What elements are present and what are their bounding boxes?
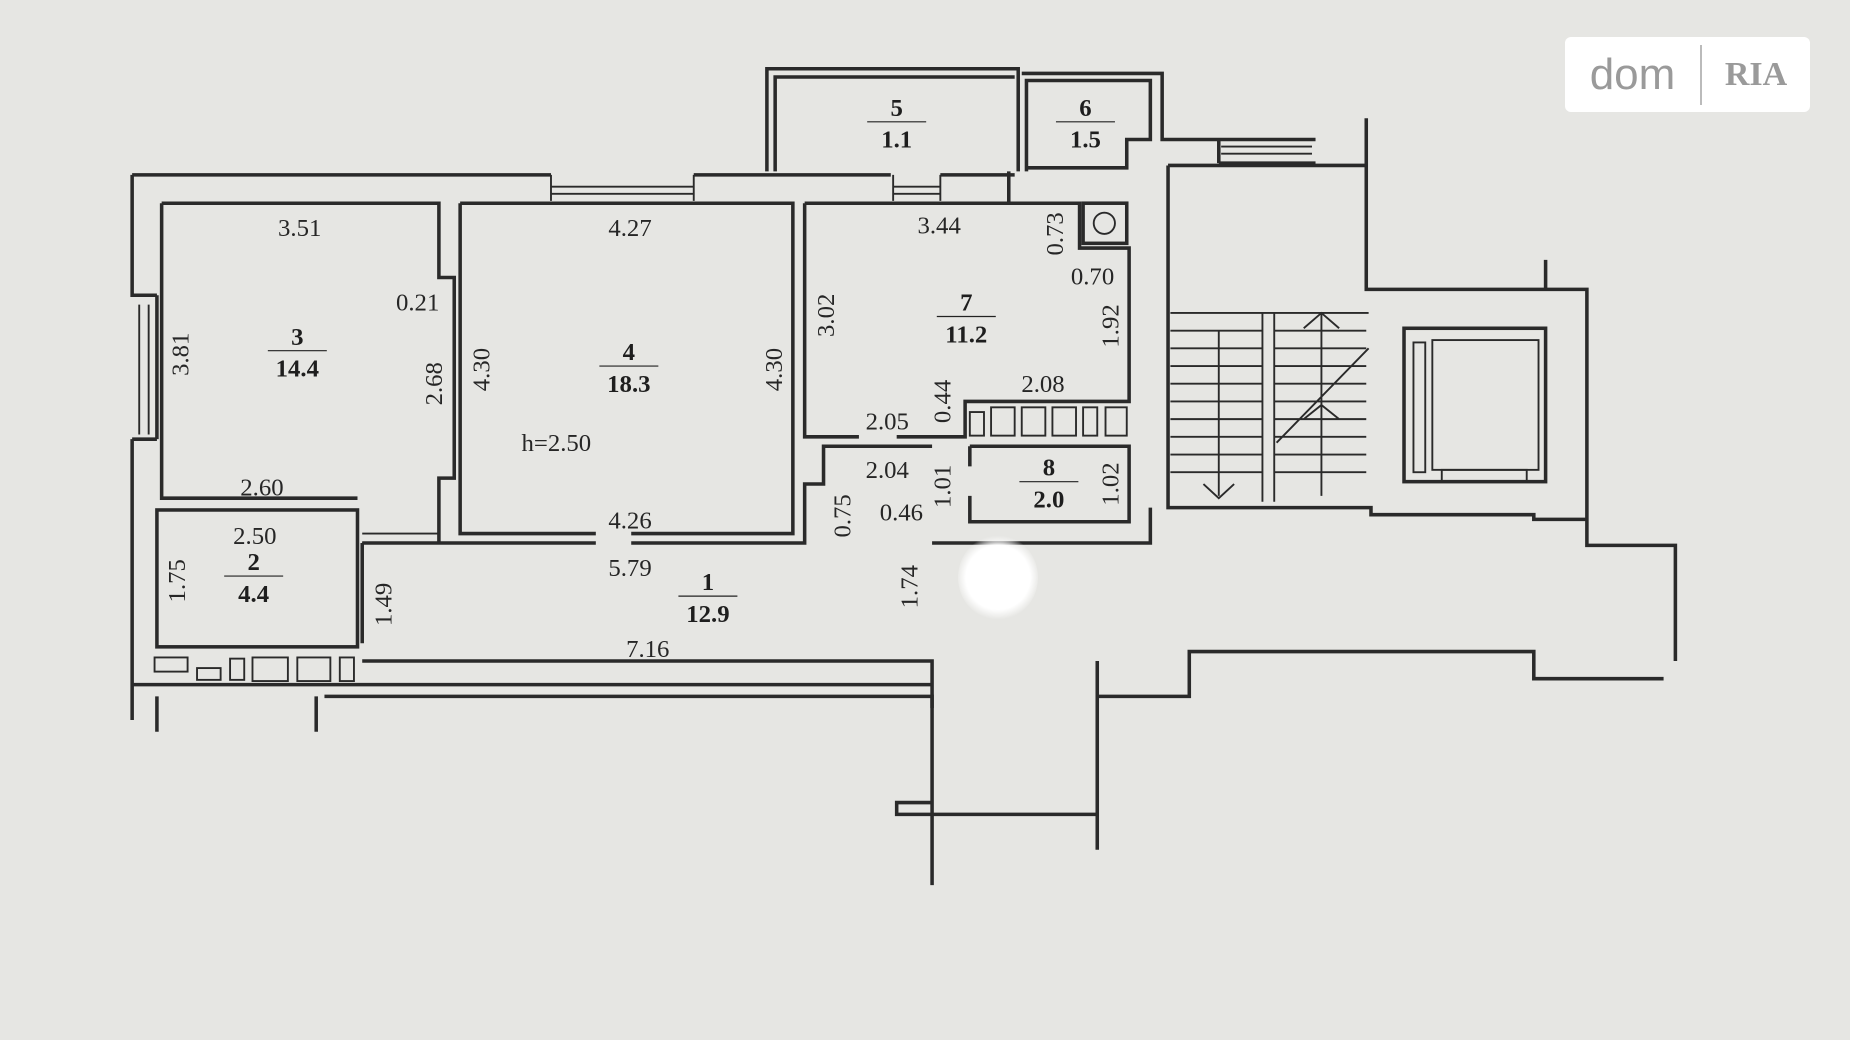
room-number: 7 — [960, 290, 972, 317]
room-label-2: 24.4 — [224, 549, 284, 608]
room-number: 4 — [623, 339, 635, 366]
staircase — [1170, 311, 1370, 502]
room-2-walls — [155, 508, 360, 649]
room-label-5: 51.1 — [867, 95, 927, 154]
balcony-5-walls — [765, 66, 1020, 172]
room-1-walls — [360, 444, 1153, 709]
dimension-labels: 3.51 0.21 3.81 2.68 2.60 2.50 1.75 1.49 4.27 4.30… — [164, 212, 1124, 663]
dimension-label: 5.79 — [608, 555, 651, 582]
dimension-label: 2.05 — [866, 409, 909, 436]
room-area: 12.9 — [686, 601, 729, 628]
room-number: 1 — [702, 569, 714, 596]
room-7-walls — [802, 171, 1131, 439]
dimension-label: 3.44 — [917, 213, 960, 240]
dimension-label: 0.46 — [880, 499, 923, 526]
dimension-label: 2.08 — [1021, 371, 1064, 398]
photo-glare — [958, 535, 1038, 620]
room-label-6: 61.5 — [1055, 95, 1115, 154]
dimension-label: 0.73 — [1042, 212, 1069, 255]
dimension-label: 1.49 — [370, 583, 397, 626]
dimension-label: 2.60 — [240, 475, 283, 502]
dimension-label: 4.26 — [608, 508, 651, 535]
room-area: 2.0 — [1033, 487, 1064, 514]
room-3-walls — [159, 201, 457, 544]
logo-ria: RIA — [1724, 55, 1788, 93]
room-label-1: 112.9 — [678, 569, 738, 628]
room-label-3: 314.4 — [267, 324, 327, 383]
room-number: 6 — [1079, 95, 1091, 122]
room-area: 11.2 — [945, 321, 987, 348]
dimension-label: 0.44 — [930, 380, 957, 423]
room-area: 1.5 — [1070, 127, 1101, 154]
dimension-label: 1.02 — [1097, 462, 1124, 505]
room-number: 5 — [890, 95, 902, 122]
walls — [130, 66, 1678, 886]
room-number: 8 — [1043, 455, 1055, 482]
dimension-label: 1.01 — [930, 465, 957, 508]
room-area: 1.1 — [881, 127, 912, 154]
dimension-label: 2.68 — [421, 362, 448, 405]
dimension-label: 1.92 — [1097, 304, 1124, 347]
dimension-label: 4.30 — [468, 348, 495, 391]
dimension-label: 7.16 — [626, 636, 669, 663]
domria-logo: dom RIA — [1565, 37, 1810, 112]
room-area: 14.4 — [276, 356, 319, 383]
built-in-cabinets — [153, 406, 1128, 682]
dimension-label: 1.75 — [164, 559, 191, 602]
room-area: 18.3 — [607, 371, 650, 398]
dimension-label: 0.70 — [1071, 263, 1114, 290]
dimension-label: 2.04 — [866, 457, 909, 484]
dimension-label: 1.74 — [897, 565, 924, 608]
logo-divider — [1700, 44, 1702, 105]
stairwell-walls — [1166, 118, 1678, 661]
logo-dom: dom — [1589, 49, 1676, 99]
room-label-7: 711.2 — [936, 290, 996, 348]
dimension-label: 3.81 — [168, 333, 195, 376]
dimension-label: 3.51 — [278, 215, 321, 242]
dimension-label: 3.02 — [813, 294, 840, 337]
room-6-walls — [1021, 71, 1316, 172]
room-label-8: 82.0 — [1019, 455, 1079, 514]
room-label-4: 418.3 — [599, 339, 659, 398]
ceiling-height-label: h=2.50 — [521, 430, 591, 457]
room-8-walls — [968, 444, 1131, 524]
room-4-walls — [458, 201, 795, 536]
room-number: 2 — [247, 549, 259, 576]
elevator — [1402, 326, 1548, 484]
stove — [1081, 201, 1129, 246]
room-number: 3 — [291, 324, 303, 351]
dimension-label: 0.21 — [396, 289, 439, 316]
room-area: 4.4 — [238, 581, 269, 608]
dimension-label: 2.50 — [233, 523, 276, 550]
dimension-label: 4.27 — [608, 215, 651, 242]
dimension-label: 4.30 — [761, 348, 788, 391]
dimension-label: 0.75 — [829, 494, 856, 537]
